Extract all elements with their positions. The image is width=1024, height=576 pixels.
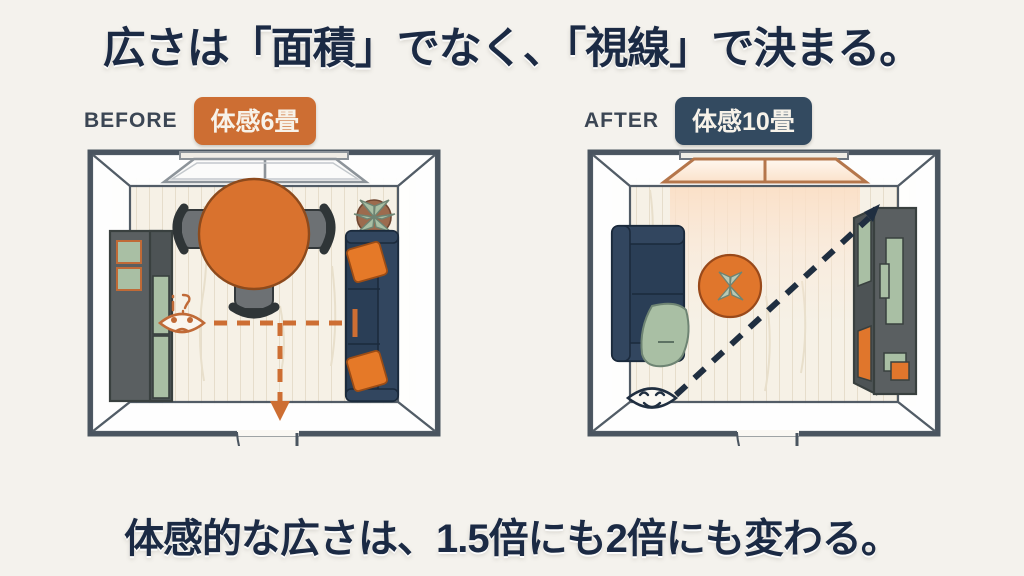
floor-plan-before	[84, 146, 444, 446]
sightline-after	[673, 204, 880, 398]
round-side-table-after	[697, 253, 763, 319]
panel-before-header: BEFORE 体感6畳	[84, 96, 444, 146]
cushion-lower-before	[346, 350, 388, 392]
sightline-before	[214, 320, 352, 404]
happy-face-after	[625, 387, 679, 409]
sofa-after	[610, 224, 690, 368]
entry-door-after[interactable]	[736, 430, 799, 446]
panel-after: AFTER 体感10畳	[584, 96, 944, 446]
panel-after-badge: 体感10畳	[675, 97, 812, 145]
sad-face-before	[157, 293, 207, 334]
sofa-before	[344, 229, 400, 403]
window-after	[659, 151, 871, 184]
tall-shelf-after	[852, 206, 918, 396]
entry-door-before[interactable]	[236, 430, 299, 446]
page-title: 広さは「面積」でなく、「視線」で決まる。	[102, 25, 923, 73]
throw-blanket-after	[640, 302, 690, 368]
potted-plant-before	[353, 199, 396, 235]
panel-before-tag: BEFORE	[84, 109, 178, 132]
panel-after-tag: AFTER	[584, 109, 659, 132]
cushion-upper-before	[346, 241, 388, 283]
round-dining-table-before	[197, 177, 311, 291]
panel-before-badge: 体感6畳	[193, 97, 317, 145]
sightline-arrow-before	[270, 401, 290, 421]
bottom-caption: 体感的な広さは、1.5倍にも2倍にも変わる。	[124, 517, 901, 561]
window-before	[160, 151, 370, 184]
panel-after-header: AFTER 体感10畳	[584, 96, 944, 146]
tall-cabinet-before	[108, 229, 174, 403]
floor-plan-after	[584, 146, 944, 446]
panel-before: BEFORE 体感6畳	[84, 96, 444, 446]
